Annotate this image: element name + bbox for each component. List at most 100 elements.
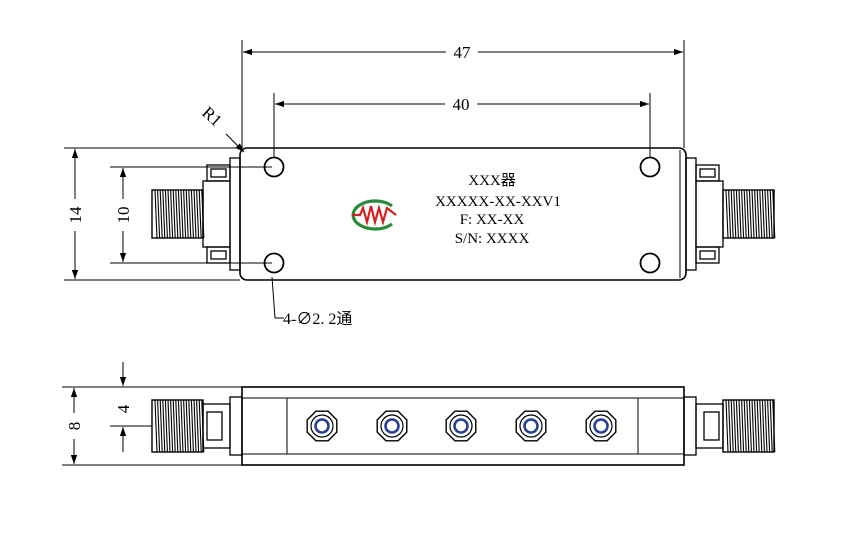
thread-line [767, 399, 771, 453]
thread-line [748, 189, 752, 239]
body-outline-side [241, 386, 685, 466]
company-logo [351, 199, 397, 231]
thread-line [756, 399, 760, 453]
thread-line [738, 399, 742, 453]
thread-line [751, 399, 755, 453]
thread-line [170, 399, 174, 453]
thread-line [759, 189, 763, 239]
thread-line [725, 189, 729, 239]
thread-line [741, 189, 745, 239]
thread-line [172, 189, 176, 239]
mounting-hole-top-right [639, 156, 661, 178]
thread-line [733, 189, 737, 239]
thread-line [772, 189, 776, 239]
thread-line [164, 189, 168, 239]
product-label: XXX器 XXXXX-XX-XXV1 F: XX-XX S/N: XXXX [435, 173, 561, 247]
tuning-screw [306, 410, 338, 442]
thread-line [188, 399, 192, 453]
thread-line [167, 189, 171, 239]
thread-line [769, 189, 773, 239]
thread-line [201, 189, 205, 239]
dimension-overall-length: 47 [241, 40, 685, 148]
thread-line [198, 189, 202, 239]
thread-line [764, 399, 768, 453]
thread-line [743, 399, 747, 453]
thread-line [157, 399, 161, 453]
thread-line [183, 399, 187, 453]
thread-line [162, 399, 166, 453]
thread-line [180, 399, 184, 453]
thread-line [738, 189, 742, 239]
dimension-hole-spacing-x: 40 [273, 93, 651, 157]
dimension-10: 10 [114, 207, 133, 224]
tuning-screws [306, 410, 617, 442]
dimension-body-height: 14 [64, 147, 240, 281]
thread-line [733, 399, 737, 453]
thread-line [764, 189, 768, 239]
dimension-47: 47 [454, 43, 472, 62]
thread-line [761, 189, 765, 239]
dimension-side-height: 8 [62, 386, 242, 466]
thread-line [748, 399, 752, 453]
thread-line [188, 189, 192, 239]
dimension-r1: R1 [198, 103, 225, 130]
thread-line [159, 189, 163, 239]
thread-line [196, 399, 200, 453]
dimension-14: 14 [66, 206, 85, 224]
thread-line [761, 399, 765, 453]
dimension-8: 8 [65, 422, 84, 431]
thread-line [162, 189, 166, 239]
thread-line [164, 399, 168, 453]
label-line-4: S/N: XXXX [455, 231, 530, 247]
thread-line [190, 399, 194, 453]
label-line-1: XXX器 [468, 173, 516, 189]
mounting-hole-bottom-right [639, 252, 661, 274]
thread-line [728, 399, 732, 453]
thread-line [177, 399, 181, 453]
thread-line [756, 189, 760, 239]
tuning-screw [585, 410, 617, 442]
thread-line [175, 189, 179, 239]
right-connector-side [683, 396, 776, 456]
thread-line [735, 399, 739, 453]
thread-line [183, 189, 187, 239]
thread-line [746, 189, 750, 239]
left-connector-top [151, 157, 241, 271]
thread-line [751, 189, 755, 239]
thread-line [754, 399, 758, 453]
thread-line [177, 189, 181, 239]
thread-line [185, 189, 189, 239]
left-connector-side [151, 396, 243, 456]
thread-line [769, 399, 773, 453]
thread-line [743, 189, 747, 239]
thread-line [767, 189, 771, 239]
thread-line [154, 399, 158, 453]
thread-line [201, 399, 205, 453]
thread-line [741, 399, 745, 453]
thread-line [196, 189, 200, 239]
thread-line [728, 189, 732, 239]
dimension-40: 40 [453, 95, 470, 114]
thread-line [198, 399, 202, 453]
label-line-3: F: XX-XX [460, 212, 525, 228]
right-connector-top [685, 157, 776, 271]
dimension-corner-radius: R1 [198, 103, 245, 153]
side-view: 8 4 [62, 362, 776, 466]
thread-line [730, 189, 734, 239]
thread-line [170, 189, 174, 239]
thread-line [159, 399, 163, 453]
tuning-screw [376, 410, 408, 442]
thread-line [193, 399, 197, 453]
thread-line [772, 399, 776, 453]
thread-line [193, 189, 197, 239]
tuning-screw [515, 410, 547, 442]
thread-line [730, 399, 734, 453]
thread-line [759, 399, 763, 453]
thread-line [725, 399, 729, 453]
hole-note-text: 4-∅2. 2通 [283, 310, 352, 328]
thread-line [190, 189, 194, 239]
thread-line [180, 189, 184, 239]
thread-line [746, 399, 750, 453]
thread-line [735, 189, 739, 239]
